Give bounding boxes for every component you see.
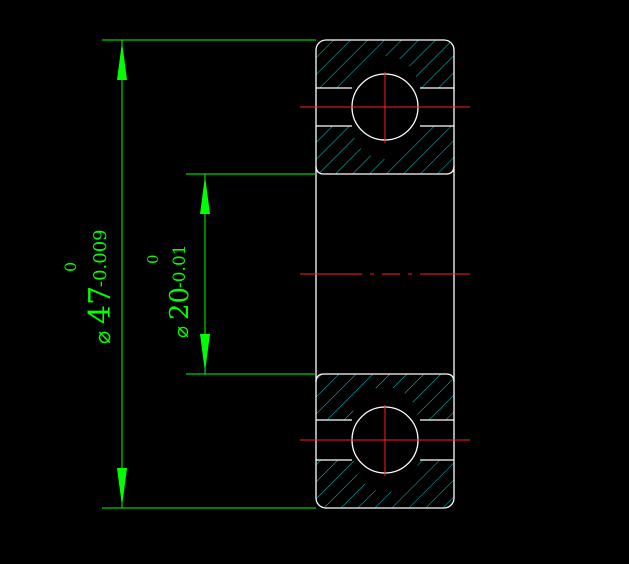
outer-diameter-upper-tolerance: 0 [61, 262, 80, 272]
inner-diameter-lower-tolerance: -0.01 [170, 244, 190, 288]
centerlines [300, 72, 470, 476]
inner-diameter-label: ⌀ 20 0 -0.01 [144, 244, 195, 338]
dimension-lines [102, 39, 316, 509]
outer-diameter-symbol: ⌀ [91, 331, 116, 344]
outer-diameter-value: 47 [83, 286, 118, 324]
hatch-areas [316, 40, 454, 508]
inner-diameter-value: 20 [165, 287, 195, 320]
outer-diameter-lower-tolerance: -0.009 [90, 229, 111, 287]
inner-diameter-symbol: ⌀ [169, 326, 193, 338]
outer-diameter-label: ⌀ 47 0 -0.009 [61, 229, 118, 344]
inner-diameter-upper-tolerance: 0 [144, 254, 162, 264]
